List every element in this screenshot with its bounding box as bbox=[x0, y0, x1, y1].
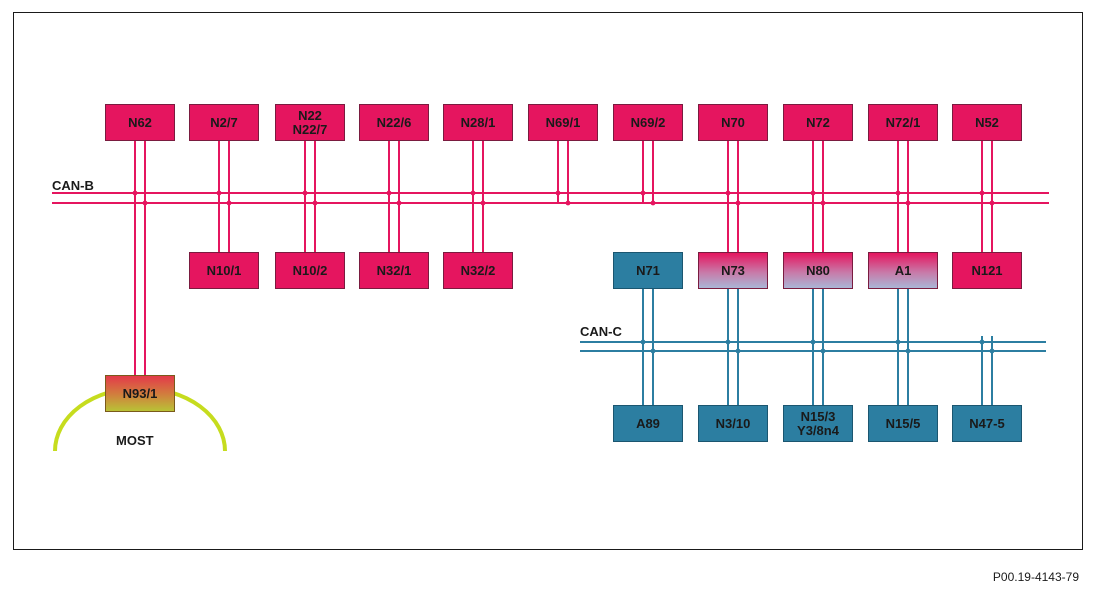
can-b-junction bbox=[396, 200, 402, 206]
most-label: MOST bbox=[116, 433, 154, 448]
can-c-node-n71: N71 bbox=[613, 252, 683, 289]
can-b-junction bbox=[640, 190, 646, 196]
diagram-frame bbox=[13, 12, 1083, 550]
can-c-junction bbox=[820, 348, 826, 354]
can-b-node-n72: N72 bbox=[783, 104, 853, 141]
can-b-junction bbox=[216, 190, 222, 196]
can-b-junction bbox=[989, 200, 995, 206]
can-b-node-n70: N70 bbox=[698, 104, 768, 141]
can-b-junction bbox=[132, 190, 138, 196]
can-c-junction bbox=[725, 339, 731, 345]
can-c-junction bbox=[895, 339, 901, 345]
can-b-node-n2-7: N2/7 bbox=[189, 104, 259, 141]
can-c-node-n15-5: N15/5 bbox=[868, 405, 938, 442]
can-b-node-n10-1: N10/1 bbox=[189, 252, 259, 289]
can-b-node-n32-2: N32/2 bbox=[443, 252, 513, 289]
can-c-junction bbox=[810, 339, 816, 345]
gateway-node-a1: A1 bbox=[868, 252, 938, 289]
can-b-junction bbox=[650, 200, 656, 206]
can-c-junction bbox=[735, 348, 741, 354]
can-b-junction bbox=[565, 200, 571, 206]
can-b-node-n72-1: N72/1 bbox=[868, 104, 938, 141]
can-b-junction bbox=[735, 200, 741, 206]
reference-number: P00.19-4143-79 bbox=[992, 570, 1079, 584]
can-c-node-a89: A89 bbox=[613, 405, 683, 442]
can-b-junction bbox=[302, 190, 308, 196]
can-b-junction bbox=[226, 200, 232, 206]
gateway-node-n73: N73 bbox=[698, 252, 768, 289]
can-b-node-n69-1: N69/1 bbox=[528, 104, 598, 141]
can-b-junction bbox=[312, 200, 318, 206]
can-b-node-n10-2: N10/2 bbox=[275, 252, 345, 289]
most-node-n93-1: N93/1 bbox=[105, 375, 175, 412]
can-b-junction bbox=[555, 190, 561, 196]
can-b-node-n28-1: N28/1 bbox=[443, 104, 513, 141]
can-c-label: CAN-C bbox=[580, 324, 622, 339]
can-b-node-n52: N52 bbox=[952, 104, 1022, 141]
can-b-node-n32-1: N32/1 bbox=[359, 252, 429, 289]
can-b-node-n22-6: N22/6 bbox=[359, 104, 429, 141]
can-b-junction bbox=[480, 200, 486, 206]
can-c-node-n47-5: N47-5 bbox=[952, 405, 1022, 442]
can-b-node-n62: N62 bbox=[105, 104, 175, 141]
can-c-junction bbox=[989, 348, 995, 354]
can-b-node-n69-2: N69/2 bbox=[613, 104, 683, 141]
can-b-node-n121: N121 bbox=[952, 252, 1022, 289]
can-b-junction bbox=[905, 200, 911, 206]
can-b-junction bbox=[979, 190, 985, 196]
can-b-junction bbox=[142, 200, 148, 206]
can-c-junction bbox=[650, 348, 656, 354]
can-b-junction bbox=[725, 190, 731, 196]
can-c-junction bbox=[905, 348, 911, 354]
can-b-junction bbox=[470, 190, 476, 196]
can-c-junction bbox=[640, 339, 646, 345]
can-c-junction bbox=[979, 339, 985, 345]
can-b-junction bbox=[386, 190, 392, 196]
can-c-node-n3-10: N3/10 bbox=[698, 405, 768, 442]
can-b-junction bbox=[820, 200, 826, 206]
can-b-junction bbox=[895, 190, 901, 196]
can-b-junction bbox=[810, 190, 816, 196]
can-b-label: CAN-B bbox=[52, 178, 94, 193]
gateway-node-n80: N80 bbox=[783, 252, 853, 289]
